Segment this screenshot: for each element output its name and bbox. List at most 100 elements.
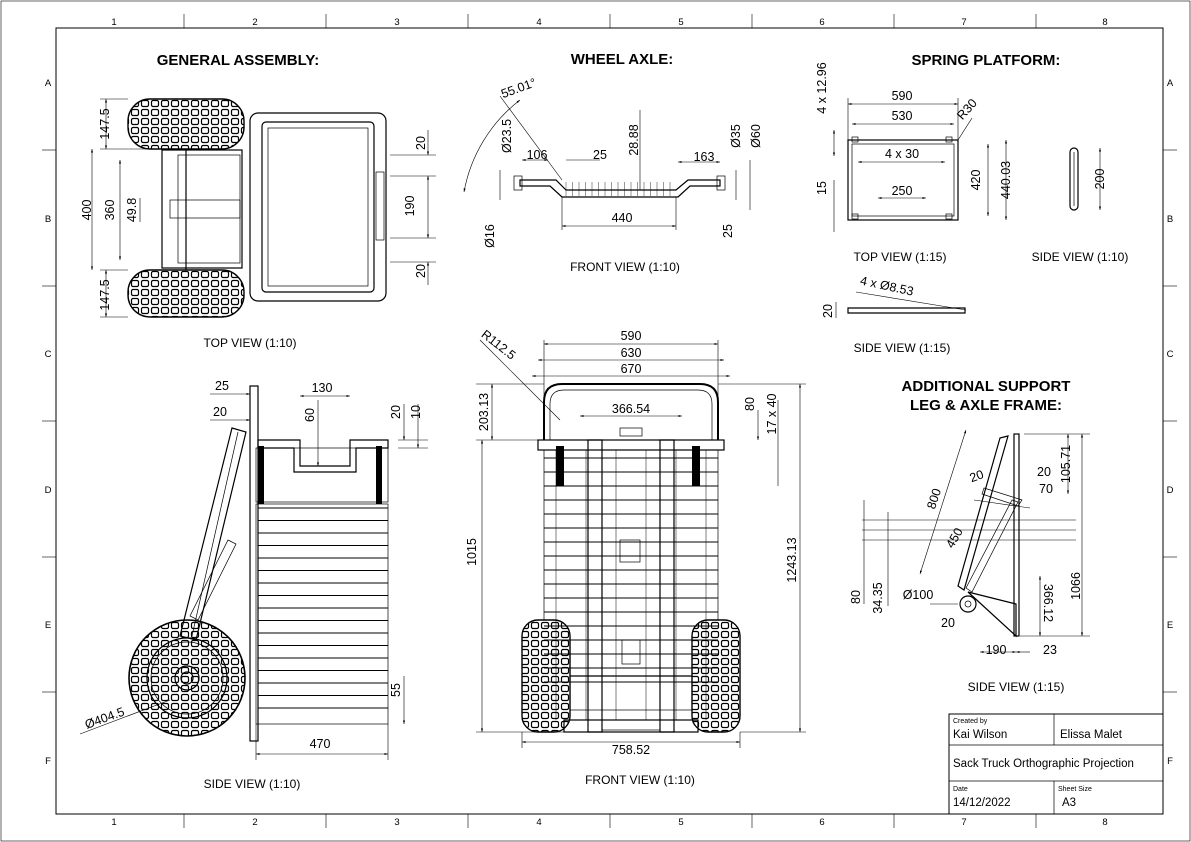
col-ref-8-bottom: 8 (1102, 817, 1107, 828)
sheet-size-label: Sheet Size (1058, 786, 1092, 793)
dim-front-366-54: 366.54 (612, 402, 650, 416)
support-dims (862, 429, 1090, 654)
dim-sp-530: 530 (892, 109, 913, 123)
dim-ga-360: 360 (103, 200, 117, 221)
col-ref-7-bottom: 7 (961, 817, 966, 828)
dim-axle-28-88: 28.88 (627, 124, 641, 155)
row-ref-a-right: A (1167, 78, 1174, 89)
dim-side-25: 25 (215, 379, 229, 393)
col-ref-4: 4 (536, 17, 541, 28)
dim-ga-400: 400 (80, 200, 94, 221)
row-ref-a: A (45, 78, 52, 89)
dim-axle-440: 440 (612, 211, 633, 225)
ga-top-dims (90, 98, 436, 318)
dim-ga-20-top: 20 (414, 136, 428, 150)
dim-side-d404-5: Ø404.5 (83, 705, 126, 732)
title-block: Created by Kai Wilson Elissa Malet Sack … (948, 713, 1164, 815)
caption-sp-side-view: SIDE VIEW (1:10) (1032, 250, 1129, 264)
front-wheel-right (691, 619, 741, 733)
dim-sp-4x30: 4 x 30 (885, 147, 919, 161)
sp-top-outline (847, 139, 959, 221)
caption-front-view: FRONT VIEW (1:10) (585, 773, 695, 787)
side-view (128, 385, 389, 742)
dim-sp-4x12-96: 4 x 12.96 (815, 62, 829, 113)
bottom-wheel (127, 269, 245, 318)
dim-axle-angle: 55.01° (499, 75, 538, 101)
front-dims (476, 339, 806, 748)
support-leg (957, 435, 1009, 591)
caption-side-view: SIDE VIEW (1:10) (204, 777, 301, 791)
row-ref-d: D (45, 485, 52, 496)
date-value: 14/12/2022 (953, 797, 1011, 809)
dim-sp-250: 250 (892, 184, 913, 198)
caption-support-side-view: SIDE VIEW (1:15) (968, 680, 1065, 694)
checked-by-value: Elissa Malet (1060, 729, 1123, 741)
top-wheel (127, 98, 245, 150)
col-ref-6: 6 (819, 17, 824, 28)
row-ref-b-right: B (1167, 214, 1173, 225)
spring-platform-views (847, 136, 1079, 314)
dim-support-20-b: 20 (1037, 465, 1051, 479)
col-ref-3: 3 (394, 17, 399, 28)
dim-axle-25-b: 25 (721, 224, 735, 238)
dim-front-80: 80 (743, 397, 757, 411)
dim-axle-d35: Ø35 (729, 124, 743, 148)
platform-outline (249, 112, 387, 302)
col-ref-5: 5 (678, 17, 683, 28)
dim-support-1066: 1066 (1069, 572, 1083, 600)
dim-axle-25: 25 (593, 148, 607, 162)
caption-ga-top-view: TOP VIEW (1:10) (204, 336, 297, 350)
dim-support-d100: Ø100 (903, 588, 934, 602)
title-leg-axle-frame: LEG & AXLE FRAME: (910, 397, 1062, 414)
col-ref-1: 1 (111, 17, 116, 28)
support-frame-view (957, 433, 1023, 638)
support-wheel (959, 595, 977, 613)
date-label: Date (953, 786, 968, 793)
dim-axle-d16: Ø16 (483, 224, 497, 248)
created-by-label: Created by (953, 718, 988, 725)
dim-sp-420: 420 (969, 170, 983, 191)
title-spring-platform: SPRING PLATFORM: (912, 52, 1061, 69)
dim-sp-590: 590 (892, 89, 913, 103)
dim-front-630: 630 (621, 346, 642, 360)
col-ref-4-bottom: 4 (536, 817, 541, 828)
row-ref-f-right: F (1167, 756, 1173, 767)
dim-ga-49-8: 49.8 (125, 198, 139, 222)
row-ref-f: F (45, 756, 51, 767)
col-ref-1-bottom: 1 (111, 817, 116, 828)
front-handle (543, 383, 719, 440)
dim-axle-d23-5: Ø23.5 (500, 119, 514, 153)
title-wheel-axle: WHEEL AXLE: (571, 51, 674, 68)
dim-sp-4xd8-53: 4 x Ø8.53 (859, 274, 915, 299)
dim-axle-106: 106 (527, 148, 548, 162)
dim-side-470: 470 (310, 737, 331, 751)
dim-support-23: 23 (1043, 643, 1057, 657)
row-ref-e-right: E (1167, 620, 1173, 631)
drawing-title: Sack Truck Orthographic Projection (953, 758, 1134, 770)
title-general-assembly: GENERAL ASSEMBLY: (157, 52, 320, 69)
sp-dims (832, 98, 1102, 318)
side-handle-post (249, 385, 259, 742)
dim-support-800: 800 (924, 487, 944, 511)
dim-front-1015: 1015 (465, 538, 479, 566)
sp-side-plate (847, 307, 966, 314)
side-slat-panel (255, 503, 389, 725)
zone-ticks (42, 14, 1177, 828)
dim-support-20-c: 20 (941, 616, 955, 630)
dim-ga-147-5-top: 147.5 (98, 108, 112, 139)
dim-front-17x40: 17 x 40 (765, 393, 779, 434)
dim-front-590: 590 (621, 329, 642, 343)
side-wheel (128, 619, 246, 737)
dim-front-670: 670 (621, 362, 642, 376)
dim-side-20: 20 (213, 405, 227, 419)
col-ref-2-bottom: 2 (252, 817, 257, 828)
col-ref-8: 8 (1102, 17, 1107, 28)
dim-sp-440-03: 440.03 (999, 161, 1013, 199)
dim-ga-147-5-bottom: 147.5 (98, 279, 112, 310)
dim-support-450: 450 (943, 525, 966, 550)
title-additional-support: ADDITIONAL SUPPORT (902, 378, 1071, 395)
caption-sp-side-view-2: SIDE VIEW (1:15) (854, 341, 951, 355)
dim-ga-190: 190 (403, 196, 417, 217)
